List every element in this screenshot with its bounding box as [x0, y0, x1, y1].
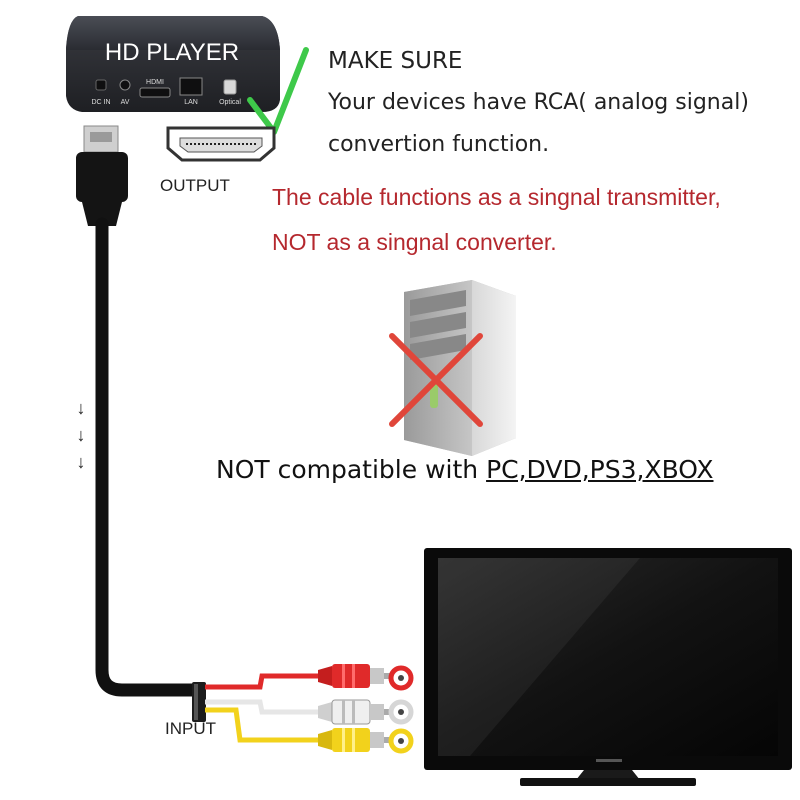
tv-icon — [424, 548, 792, 786]
port-label-dc-in: DC IN — [91, 99, 110, 106]
rca-yellow-jack — [388, 728, 414, 754]
rca-red-wire — [205, 673, 320, 690]
hdmi-port — [139, 87, 171, 98]
down-arrow-icon: ↓ — [76, 398, 86, 418]
optical-port — [223, 79, 237, 95]
pc-tower-icon — [404, 280, 516, 456]
rca-red-plug — [318, 664, 392, 688]
rca-requirement-line2: convertion function. — [328, 132, 550, 157]
compatibility-prefix: NOT compatible with — [216, 455, 487, 484]
hd-player-box: DC IN AV HDMI LAN Optical HD PLAYER — [66, 16, 280, 112]
down-arrow-icon: ↓ — [76, 452, 86, 472]
rca-white-plug — [318, 699, 392, 725]
warning-line1: The cable functions as a singnal transmi… — [272, 184, 721, 210]
rca-yellow-wire — [205, 707, 320, 743]
rca-white-wire — [205, 699, 320, 715]
av-port — [119, 79, 131, 91]
port-label-hdmi: HDMI — [146, 79, 164, 86]
incompatible-devices: PC,DVD,PS3,XBOX — [486, 455, 714, 484]
rca-yellow-plug — [318, 728, 392, 752]
player-brand: HD PLAYER — [105, 39, 239, 66]
rca-requirement-line1: Your devices have RCA( analog signal) — [328, 90, 749, 115]
port-label-lan: LAN — [184, 99, 198, 106]
lan-port — [179, 77, 203, 96]
rca-white-jack — [388, 699, 414, 725]
hdmi-plug — [76, 125, 128, 226]
main-cable — [95, 217, 203, 697]
cross-icon — [389, 333, 483, 427]
make-sure-heading: MAKE SURE — [328, 48, 463, 74]
down-arrow-icon: ↓ — [76, 425, 86, 445]
input-label: INPUT — [165, 719, 216, 738]
port-label-optical: Optical — [219, 99, 241, 106]
warning-line2: NOT as a singnal converter. — [272, 229, 557, 255]
output-label: OUTPUT — [160, 176, 230, 195]
port-label-av: AV — [121, 99, 130, 106]
compatibility-note: NOT compatible with PC,DVD,PS3,XBOX — [216, 455, 714, 484]
dc-in-port — [95, 79, 107, 91]
hdmi-socket-icon — [166, 126, 276, 162]
signal-flow-arrows: ↓ ↓ ↓ — [73, 395, 89, 476]
rca-red-jack — [388, 665, 414, 691]
